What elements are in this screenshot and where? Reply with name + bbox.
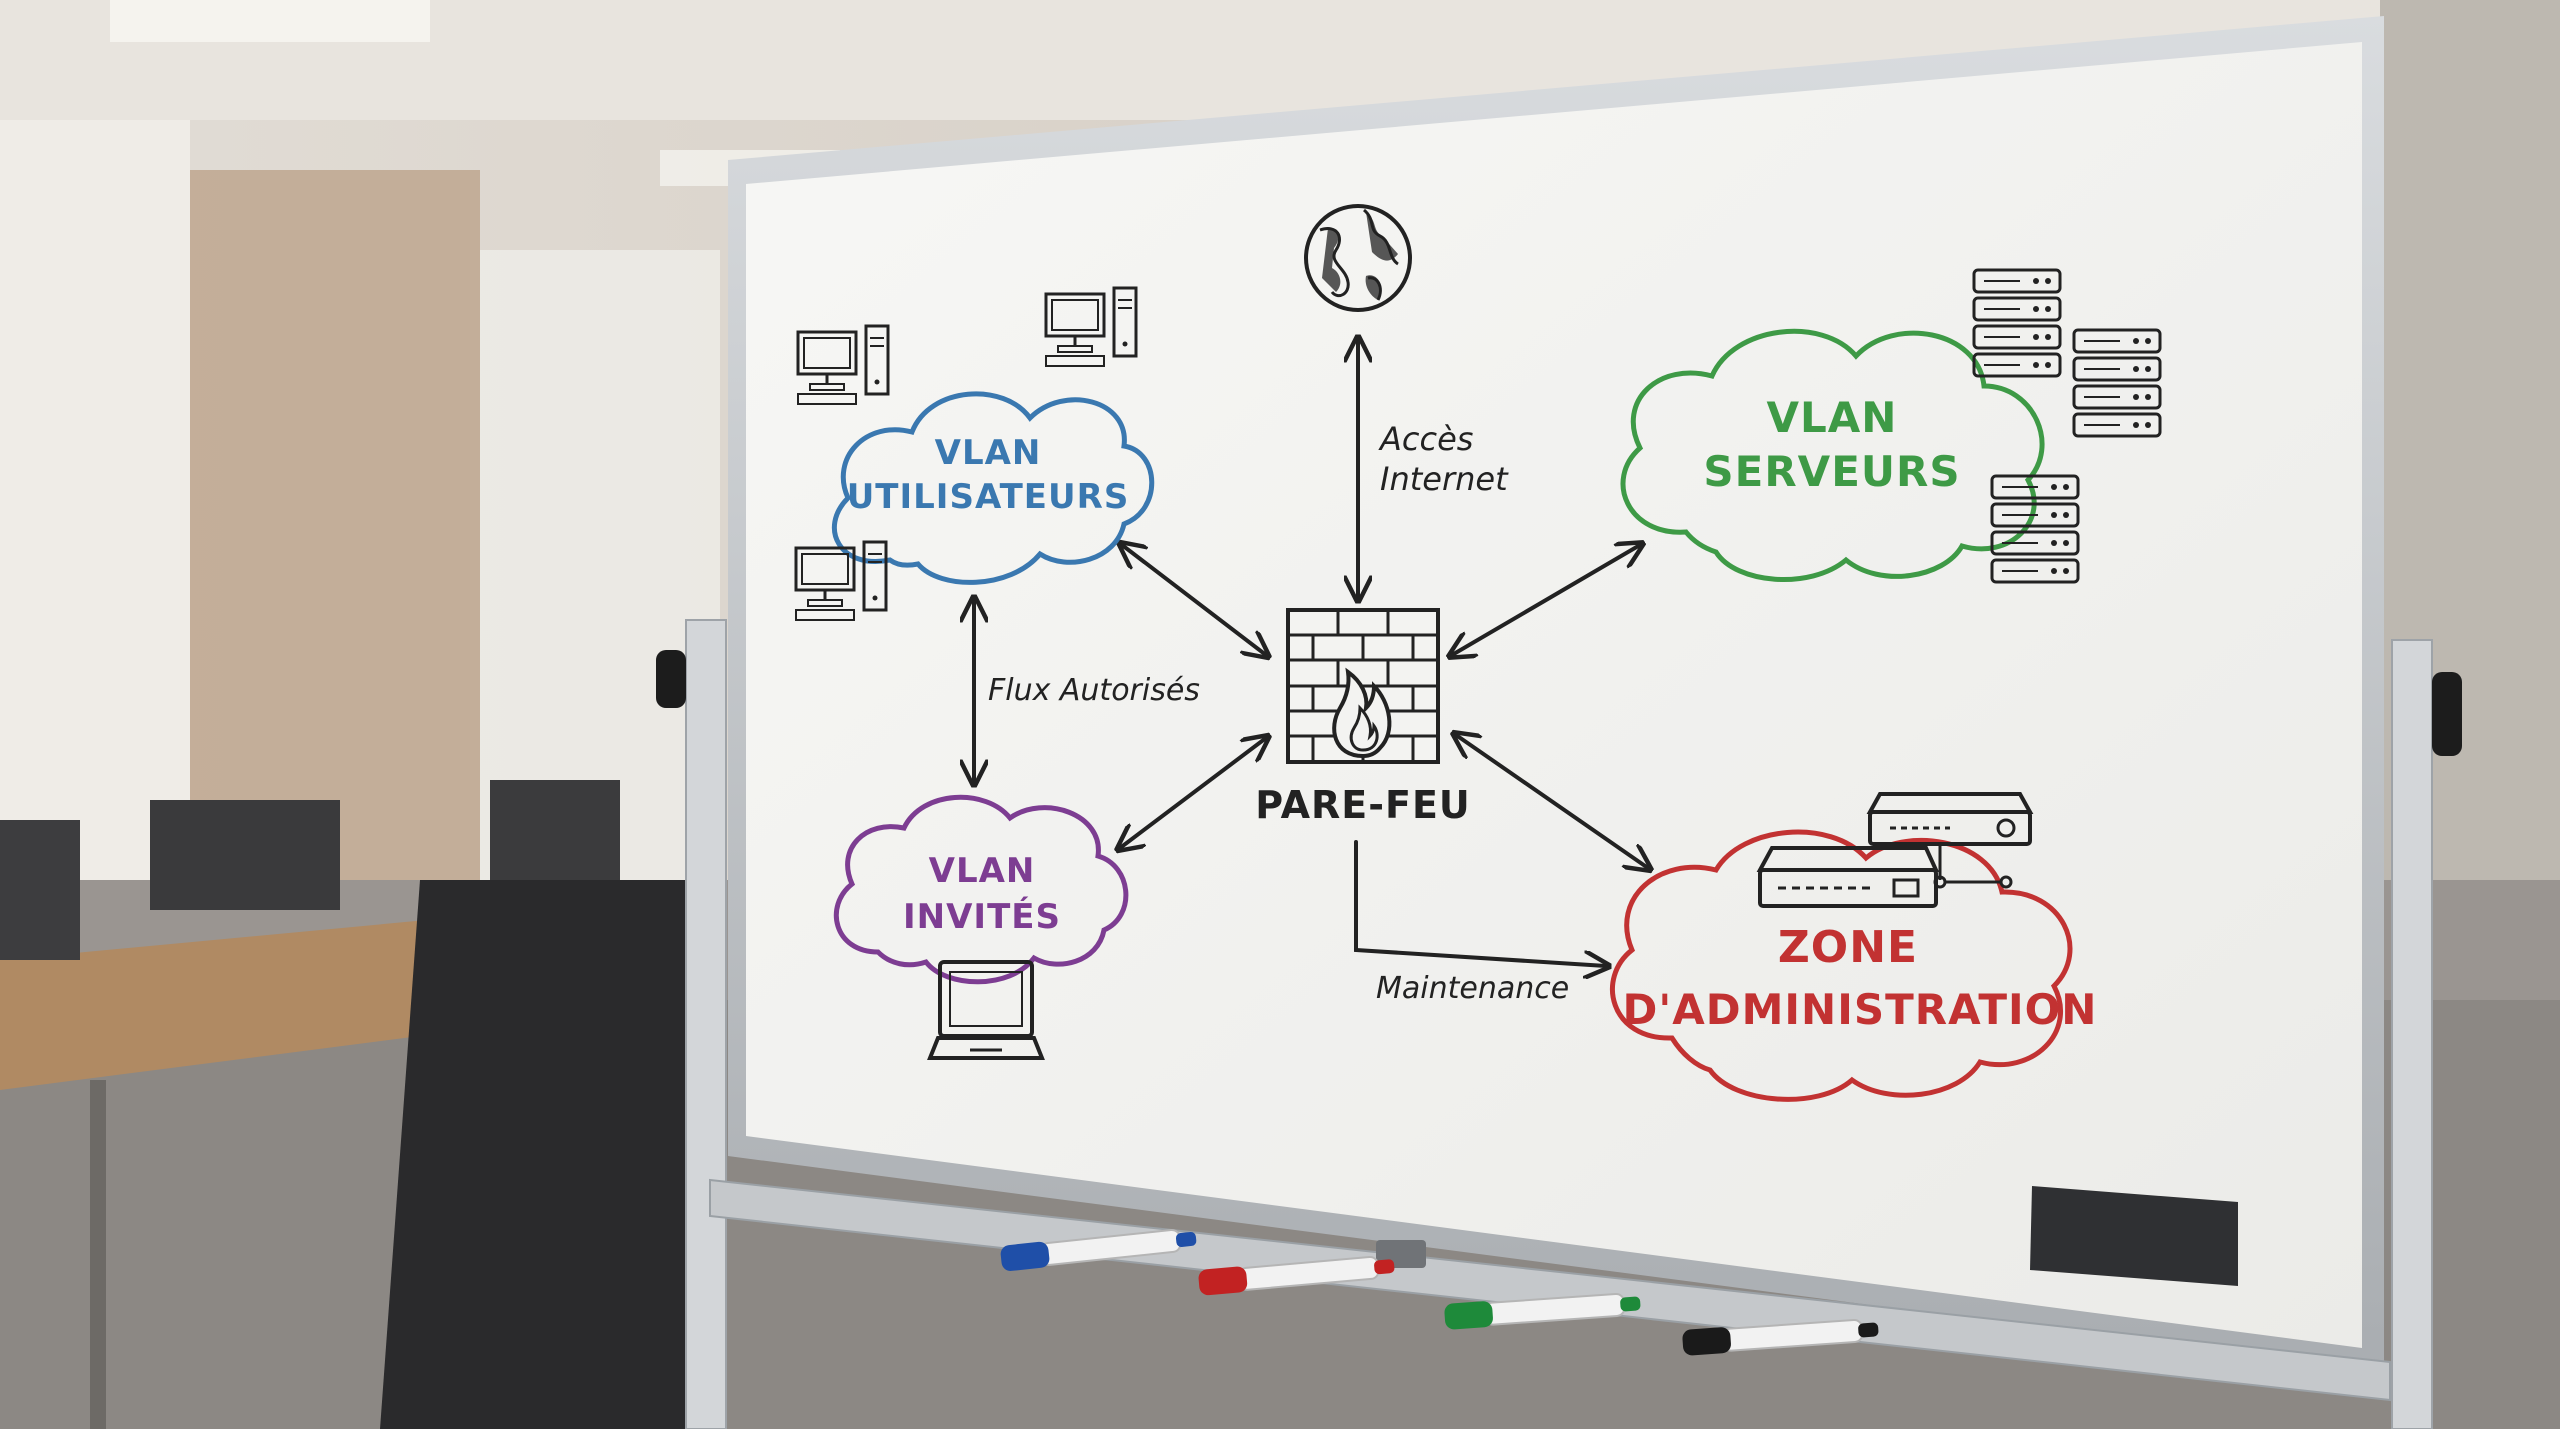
vlan-servers-cloud: VLAN SERVEURS — [1620, 328, 2045, 583]
internet-access-line2: Internet — [1380, 460, 1509, 498]
admin-zone-cloud: ZONE D'ADMINISTRATION — [1609, 829, 2098, 1102]
eraser — [2030, 1186, 2238, 1286]
vlan-users-cloud: VLAN UTILISATEURS — [831, 391, 1155, 585]
right-knob — [2432, 672, 2462, 756]
vlan-users-line2: UTILISATEURS — [847, 477, 1130, 517]
firewall-icon — [1286, 608, 1440, 764]
vlan-guests-line2: INVITÉS — [903, 896, 1061, 937]
laptop-icon — [927, 960, 1045, 1060]
admin-zone-line1: ZONE — [1778, 922, 1918, 973]
admin-zone-line2: D'ADMINISTRATION — [1623, 985, 2098, 1034]
network-appliance-icon — [1866, 792, 2034, 889]
vlan-users-line1: VLAN — [935, 433, 1042, 473]
firewall-label: PARE-FEU — [1255, 783, 1471, 827]
whiteboard-surface — [746, 42, 2362, 1348]
vlan-servers-line2: SERVEURS — [1703, 447, 1960, 496]
maintenance-label: Maintenance — [1376, 971, 1569, 1006]
flux-label: Flux Autorisés — [988, 673, 1200, 708]
maintenance-arrow — [1354, 840, 1606, 966]
red-marker[interactable] — [1198, 1253, 1396, 1296]
black-marker[interactable] — [1682, 1316, 1879, 1356]
guests-firewall-arrow — [1120, 738, 1266, 848]
vlan-servers-line1: VLAN — [1767, 393, 1898, 442]
vlan-guests-line1: VLAN — [929, 851, 1036, 891]
blue-marker[interactable] — [1000, 1226, 1198, 1272]
internet-access-line1: Accès — [1378, 420, 1473, 458]
vlan-guests-cloud: VLAN INVITÉS — [834, 794, 1129, 985]
servers-firewall-arrow — [1452, 545, 1640, 655]
globe-icon — [1304, 204, 1412, 312]
left-knob — [656, 650, 686, 708]
users-firewall-arrow — [1122, 545, 1266, 655]
admin-firewall-arrow — [1456, 735, 1648, 868]
network-appliance-icon — [1756, 846, 1940, 908]
green-marker[interactable] — [1444, 1290, 1641, 1330]
